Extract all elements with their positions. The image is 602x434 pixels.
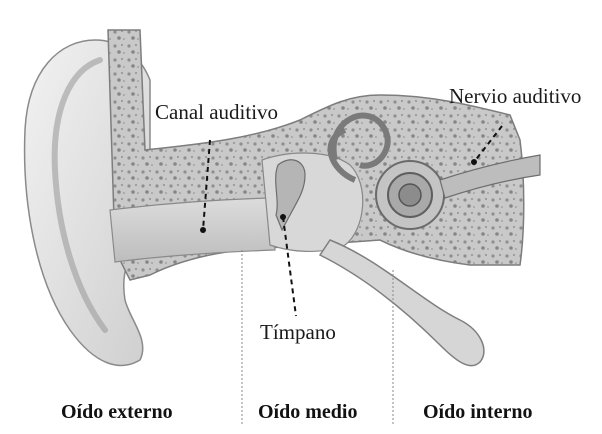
ear-canal [110, 198, 275, 262]
cochlea [376, 161, 444, 229]
region-oido-externo: Oído externo [61, 402, 173, 422]
label-timpano: Tímpano [260, 322, 336, 343]
label-canal-auditivo: Canal auditivo [155, 102, 278, 123]
region-oido-medio: Oído medio [258, 402, 357, 422]
label-nervio-auditivo: Nervio auditivo [449, 86, 581, 107]
region-oido-interno: Oído interno [423, 402, 532, 422]
